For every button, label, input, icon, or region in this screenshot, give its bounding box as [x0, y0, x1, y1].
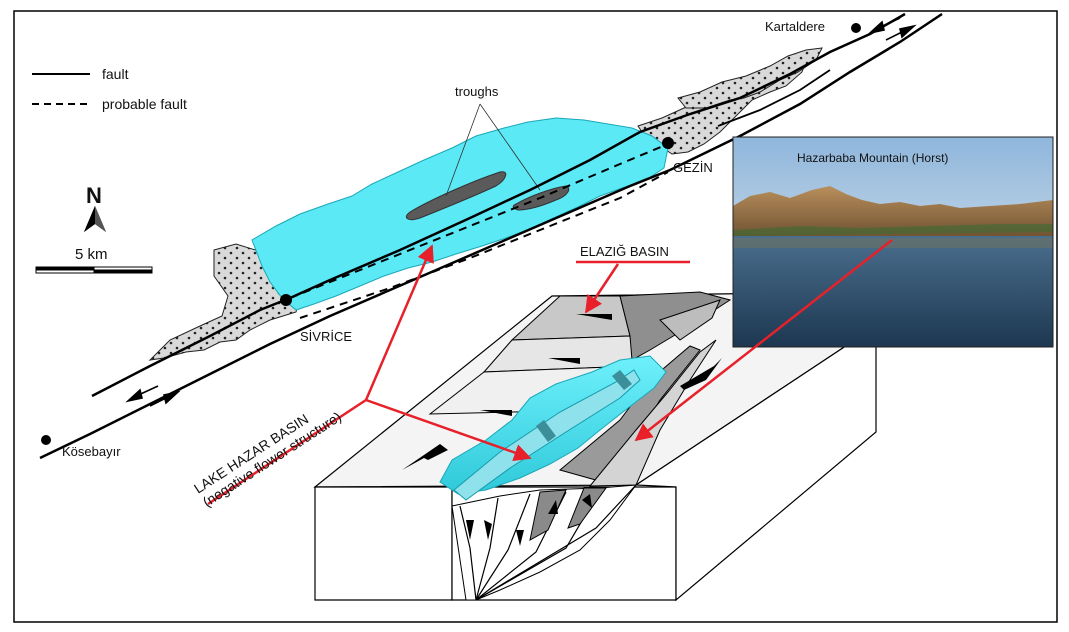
troughs-label: troughs — [455, 84, 499, 99]
scale-bar — [35, 266, 153, 274]
label-sivrice: SİVRİCE — [300, 329, 352, 344]
svg-text:N: N — [86, 183, 102, 208]
fault-slices-east-light — [588, 339, 717, 487]
trough-west — [405, 171, 507, 221]
red-pointer-lines — [207, 239, 893, 506]
label-kosebayir: Kösebayır — [62, 444, 121, 459]
legend: fault probable fault — [32, 66, 187, 112]
lake-trough-3d-divider-2 — [612, 370, 632, 390]
probable-fault-line-north — [289, 143, 669, 299]
flower-slices-grey — [529, 487, 607, 541]
lake-trough-3d-divider — [536, 420, 556, 442]
fault-splay-northeast — [717, 69, 831, 127]
strike-slip-arrow-icon — [125, 17, 917, 407]
legend-fault-label: fault — [102, 66, 129, 82]
north-arrow-icon: N — [84, 183, 106, 232]
strike-slip-arrow-east — [680, 358, 722, 390]
label-kartaldere: Kartaldere — [765, 19, 825, 34]
sediment-patches — [148, 47, 823, 361]
block-diagram — [313, 291, 877, 602]
hazarbaba-photo: Hazarbaba Mountain (Horst) — [732, 136, 1054, 348]
basin-label-underline — [207, 398, 367, 506]
flower-structure-section — [451, 484, 638, 601]
block-right-face — [634, 324, 877, 602]
arrow-to-map-lake — [364, 244, 434, 401]
label-gezin: GEZİN — [673, 160, 713, 175]
trough-leader-lines — [445, 103, 541, 197]
map-faults — [39, 12, 943, 460]
strike-slip-arrow-west — [402, 444, 448, 470]
block-front-face — [314, 486, 453, 601]
fault-line-south — [39, 12, 943, 460]
town-dot-kosebayir — [41, 435, 51, 445]
town-dot-icon — [41, 23, 861, 445]
fault-slices-rear-light — [659, 299, 721, 341]
arrow-to-block-lake — [365, 398, 532, 461]
block-top-half-arrows — [480, 314, 612, 416]
section-half-arrows — [466, 494, 592, 546]
arrow-to-elazig — [584, 263, 620, 314]
probable-fault-line-south — [299, 171, 669, 319]
town-dot-gezin — [662, 137, 674, 149]
fault-line-north — [91, 12, 906, 398]
scale-bar-label: 5 km — [75, 246, 108, 263]
town-dot-kartaldere — [851, 23, 861, 33]
photo-caption: Hazarbaba Mountain (Horst) — [797, 151, 948, 165]
town-dot-sivrice — [280, 294, 292, 306]
legend-probable-fault-label: probable fault — [102, 96, 187, 112]
elazig-basin-label: ELAZIĞ BASIN — [580, 244, 669, 259]
arrow-photo-to-horst — [634, 239, 893, 442]
